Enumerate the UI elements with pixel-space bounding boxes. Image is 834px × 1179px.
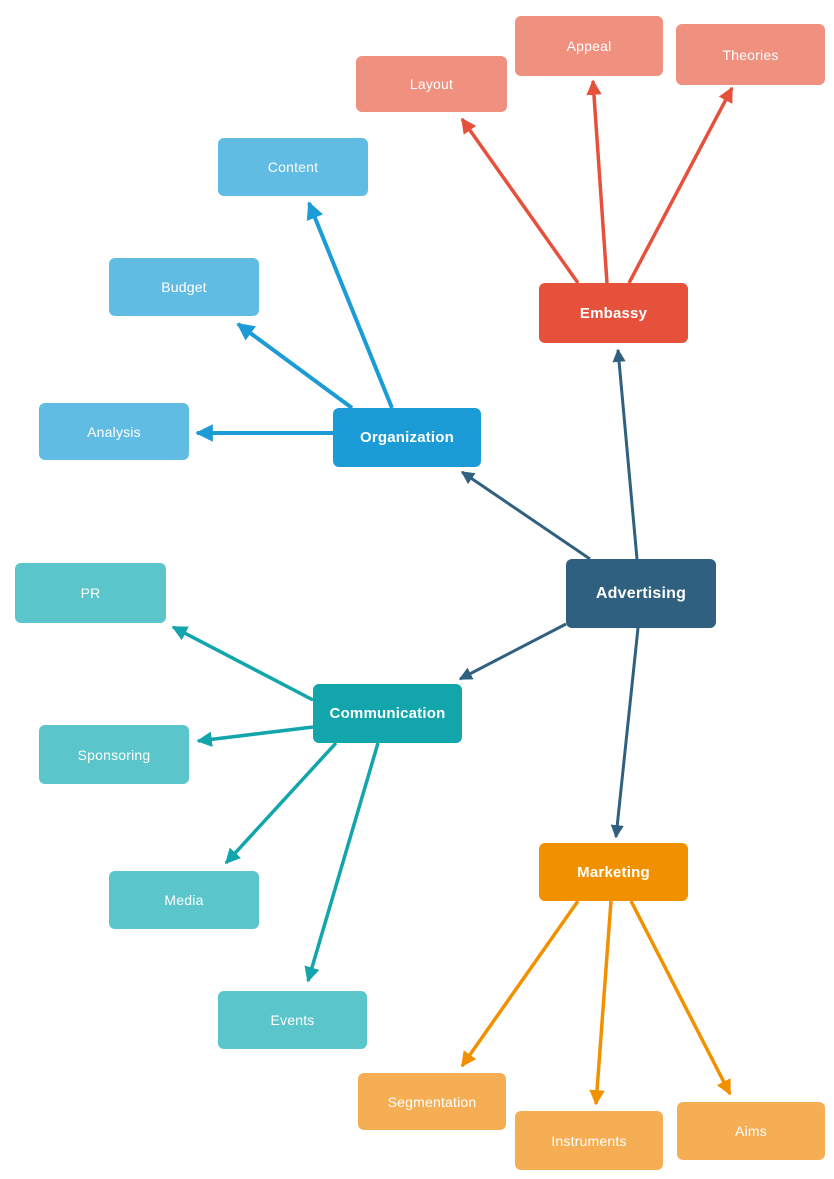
edge-marketing-segmentation bbox=[460, 899, 580, 1068]
node-advertising[interactable]: Advertising bbox=[566, 559, 716, 628]
node-sponsoring[interactable]: Sponsoring bbox=[39, 725, 189, 784]
edge-embassy-theories bbox=[627, 86, 734, 284]
edge-advertising-organization bbox=[460, 470, 591, 561]
node-theories[interactable]: Theories bbox=[676, 24, 825, 85]
node-marketing[interactable]: Marketing bbox=[539, 843, 688, 901]
edge-marketing-aims bbox=[629, 900, 732, 1096]
node-organization[interactable]: Organization bbox=[333, 408, 481, 467]
node-instruments[interactable]: Instruments bbox=[515, 1111, 663, 1170]
edge-communication-events bbox=[304, 742, 380, 983]
node-embassy[interactable]: Embassy bbox=[539, 283, 688, 343]
node-analysis[interactable]: Analysis bbox=[39, 403, 189, 460]
edge-organization-budget bbox=[236, 322, 354, 410]
edge-embassy-appeal bbox=[586, 79, 609, 284]
node-content[interactable]: Content bbox=[218, 138, 368, 196]
node-budget[interactable]: Budget bbox=[109, 258, 259, 316]
node-layout[interactable]: Layout bbox=[356, 56, 507, 112]
edge-advertising-marketing bbox=[610, 627, 640, 839]
node-events[interactable]: Events bbox=[218, 991, 367, 1049]
node-segmentation[interactable]: Segmentation bbox=[358, 1073, 506, 1130]
node-appeal[interactable]: Appeal bbox=[515, 16, 663, 76]
edge-advertising-embassy bbox=[612, 348, 639, 560]
edge-advertising-communication bbox=[458, 622, 567, 681]
edge-communication-sponsoring bbox=[196, 725, 314, 747]
node-media[interactable]: Media bbox=[109, 871, 259, 929]
edge-embassy-layout bbox=[460, 117, 580, 285]
node-pr[interactable]: PR bbox=[15, 563, 166, 623]
edge-marketing-instruments bbox=[589, 900, 613, 1106]
edge-communication-media bbox=[224, 741, 338, 865]
node-aims[interactable]: Aims bbox=[677, 1102, 825, 1160]
edge-communication-pr bbox=[171, 625, 314, 702]
node-communication[interactable]: Communication bbox=[313, 684, 462, 743]
edge-organization-content bbox=[306, 201, 394, 409]
